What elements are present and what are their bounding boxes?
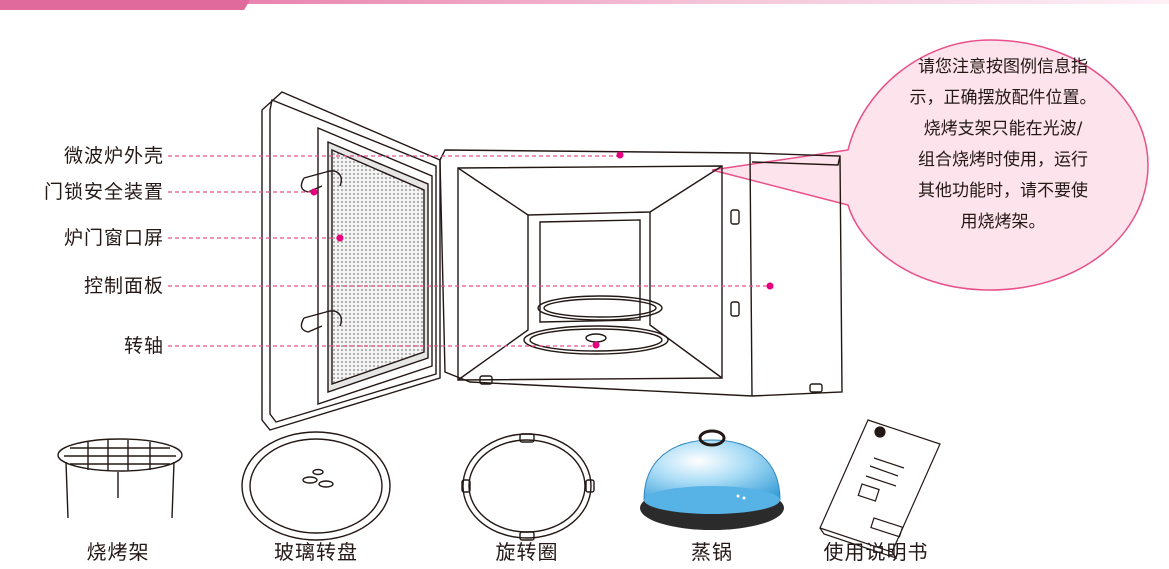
dot-casing <box>616 151 624 159</box>
dot-control-panel <box>766 282 774 290</box>
manual-icon <box>819 419 941 560</box>
note-line: 烧烤支架只能在光波/ <box>923 119 1083 139</box>
label-door-window: 炉门窗口屏 <box>63 227 164 249</box>
speech-bubble <box>711 39 1149 291</box>
leader-dots <box>310 151 774 349</box>
label-steamer: 蒸锅 <box>691 540 733 564</box>
dot-door-lock <box>310 188 318 196</box>
note-text: 请您注意按图例信息指 示，正确摆放配件位置。 烧烤支架只能在光波/ 组合烧烤时使… <box>878 52 1128 272</box>
label-casing: 微波炉外壳 <box>63 145 164 167</box>
label-door-lock: 门锁安全装置 <box>43 181 164 203</box>
label-shaft: 转轴 <box>123 335 164 357</box>
leader-lines <box>168 155 770 347</box>
dot-shaft <box>592 341 600 349</box>
label-grill-rack: 烧烤架 <box>86 540 150 564</box>
microwave-door <box>261 91 441 431</box>
note-line: 用烧烤架。 <box>960 212 1046 232</box>
steamer-icon <box>640 429 784 530</box>
label-manual: 使用说明书 <box>823 540 929 564</box>
glass-tray-icon <box>241 431 391 541</box>
label-control-panel: 控制面板 <box>83 275 164 297</box>
note-line: 请您注意按图例信息指 <box>918 57 1088 77</box>
dot-door-window <box>336 234 344 242</box>
grill-rack-icon <box>57 438 183 519</box>
note-line: 组合烧烤时使用，运行 <box>918 150 1088 170</box>
note-line: 其他功能时，请不要使 <box>918 181 1088 201</box>
roller-ring-icon <box>461 433 595 541</box>
label-glass-tray: 玻璃转盘 <box>274 540 358 564</box>
header-bar <box>0 0 1169 10</box>
label-roller-ring: 旋转圈 <box>495 540 559 564</box>
microwave-body <box>439 149 843 397</box>
note-line: 示，正确摆放配件位置。 <box>909 88 1097 108</box>
